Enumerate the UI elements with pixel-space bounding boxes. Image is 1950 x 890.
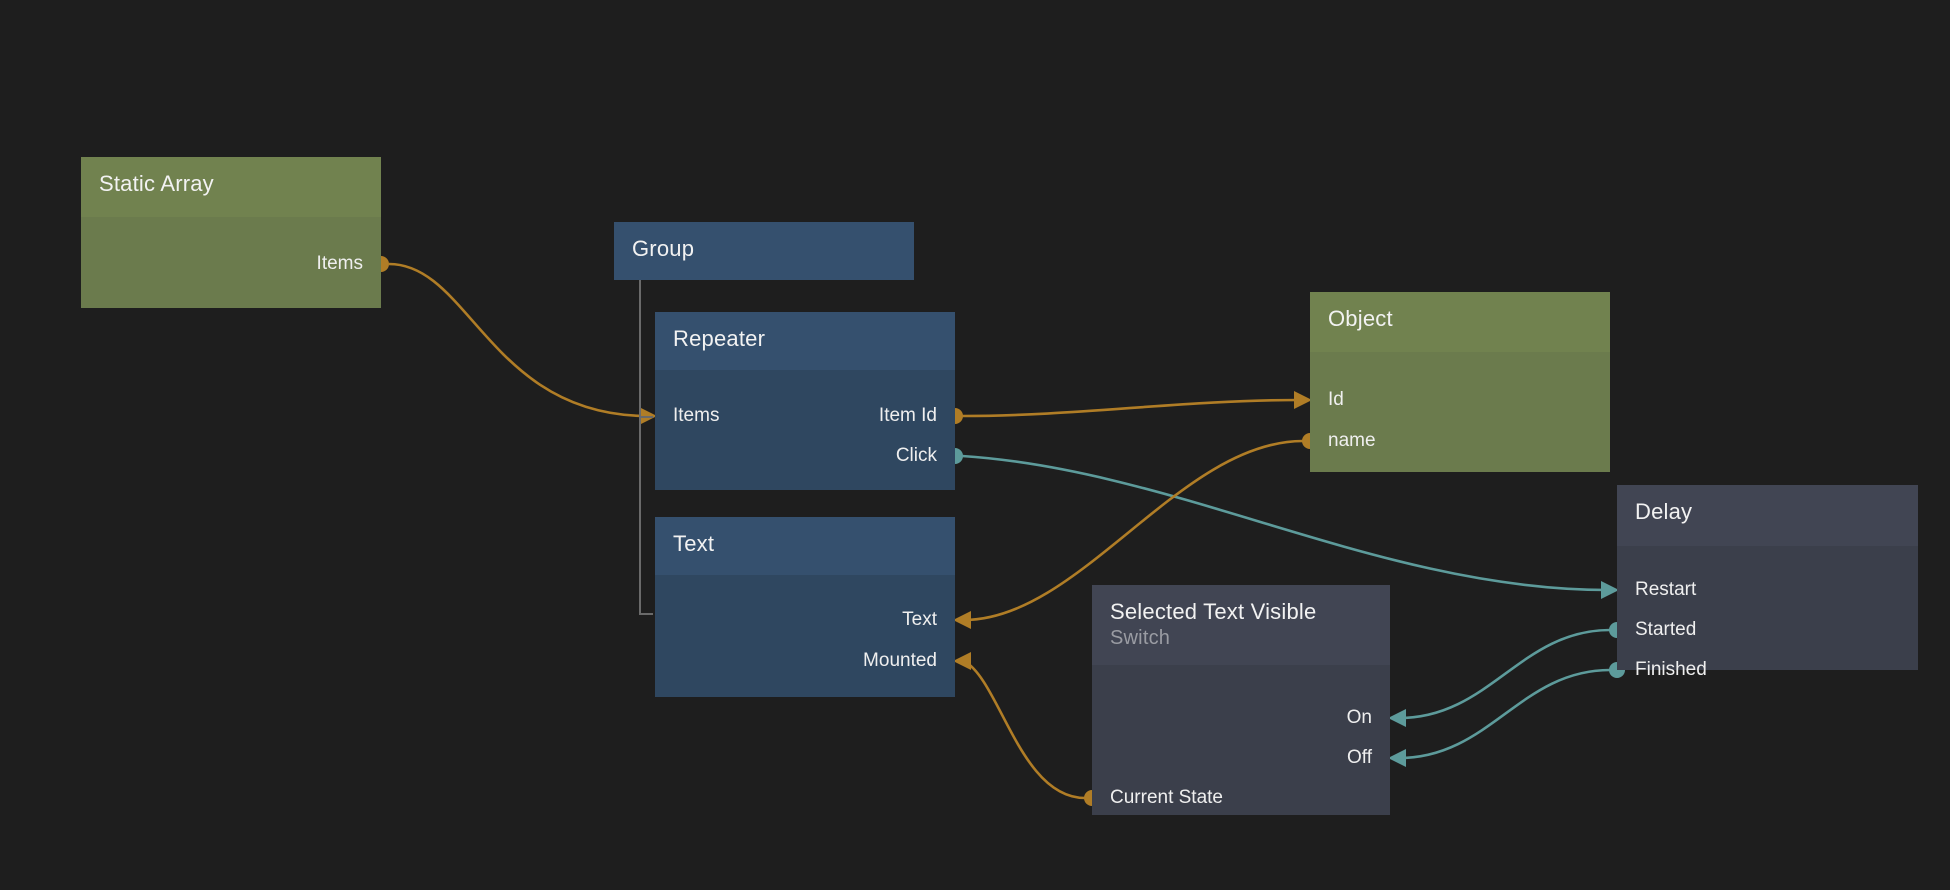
node-title: Repeater [673,326,766,351]
port-id[interactable]: Id [1328,389,1344,410]
port-current-state[interactable]: Current State [1110,787,1223,808]
port-text[interactable]: Text [902,609,937,630]
port-item-id[interactable]: Item Id [878,405,937,426]
port-items[interactable]: Items [316,253,363,274]
node-title: Delay [1635,499,1693,524]
node-header-repeater[interactable]: Repeater [655,312,955,370]
group-rail-tick [639,613,653,615]
port-arrow-text[interactable] [953,611,971,629]
connection-click-to-restart[interactable] [961,454,1609,592]
port-mounted[interactable]: Mounted [863,650,937,671]
node-title: Group [632,236,695,261]
connection-itemid-to-id[interactable] [961,398,1302,418]
node-title: Text [673,531,715,556]
node-header-group[interactable]: Group [614,222,914,280]
node-header-delay[interactable]: Delay [1617,485,1918,546]
connection-started-to-on[interactable] [1398,628,1611,720]
node-title: Selected Text Visible [1110,599,1317,624]
port-finished[interactable]: Finished [1635,659,1707,680]
group-rail-tick [639,416,653,418]
group-rail [639,280,641,613]
port-started[interactable]: Started [1635,619,1697,640]
node-subtitle: Switch [1110,627,1171,649]
node-title: Static Array [99,171,214,196]
node-header-text[interactable]: Text [655,517,955,575]
port-off[interactable]: Off [1347,747,1372,768]
connection-finished-to-off[interactable] [1398,668,1611,760]
node-body-repeater: Items Item Id Click [655,370,955,490]
port-name[interactable]: name [1328,430,1376,451]
connection-currentstate-to-mounted[interactable] [963,659,1086,800]
node-body-static-array: Items [81,217,381,308]
port-arrow-mounted[interactable] [953,652,971,670]
node-header-static-array[interactable]: Static Array [81,157,381,217]
port-arrow-on[interactable] [1388,709,1406,727]
node-group[interactable]: Group [614,222,914,280]
port-arrow-off[interactable] [1388,749,1406,767]
node-header-object[interactable]: Object [1310,292,1610,352]
connection-items-to-items[interactable] [388,262,649,418]
node-title: Object [1328,306,1393,331]
port-click[interactable]: Click [895,445,937,466]
port-on[interactable]: On [1346,707,1372,728]
port-items[interactable]: Items [673,405,720,426]
port-restart[interactable]: Restart [1635,579,1697,600]
node-body-object: Id name [1310,352,1610,472]
